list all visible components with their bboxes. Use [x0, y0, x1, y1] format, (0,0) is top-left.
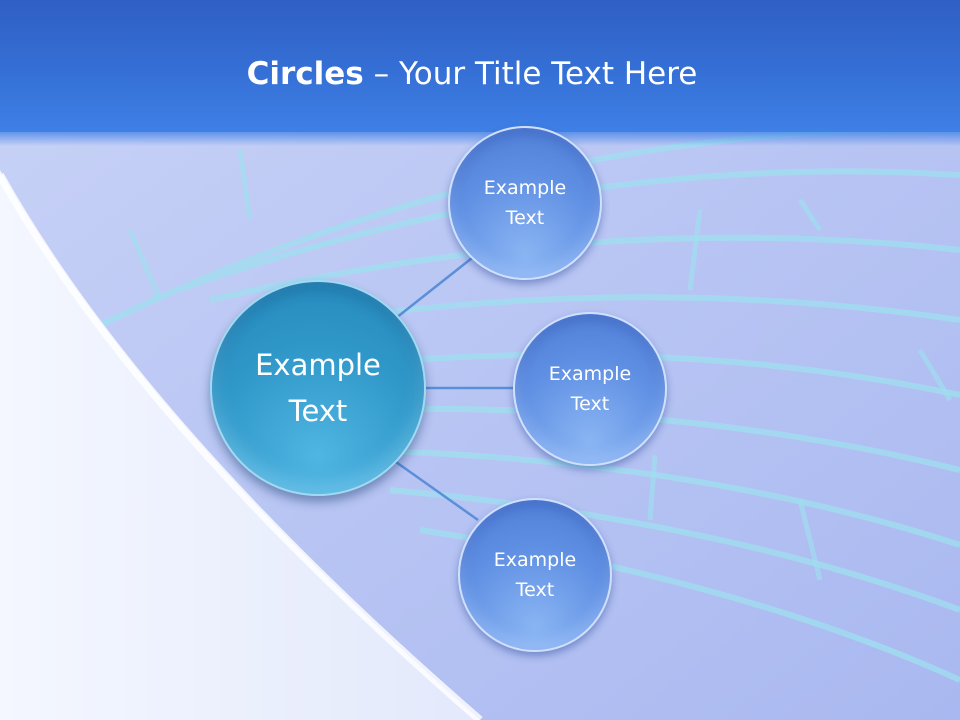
center-circle[interactable]: Example Text: [210, 280, 426, 496]
satellite-circle-top[interactable]: Example Text: [448, 126, 602, 280]
satellite-circle-bottom[interactable]: Example Text: [458, 498, 612, 652]
satellite-circle-middle[interactable]: Example Text: [513, 312, 667, 466]
satellite-circle-label: Example Text: [483, 177, 567, 229]
slide-title[interactable]: Circles – Your Title Text Here: [0, 50, 944, 98]
center-circle-label: Example Text: [255, 348, 381, 428]
connector-line-bottom: [395, 460, 479, 522]
title-bar: [0, 0, 960, 146]
connector-line-top: [395, 257, 473, 319]
title-bold-part: Circles: [246, 56, 364, 92]
title-rest-part: – Your Title Text Here: [363, 56, 698, 92]
satellite-circle-label: Example Text: [493, 549, 577, 601]
satellite-circle-label: Example Text: [548, 363, 632, 415]
